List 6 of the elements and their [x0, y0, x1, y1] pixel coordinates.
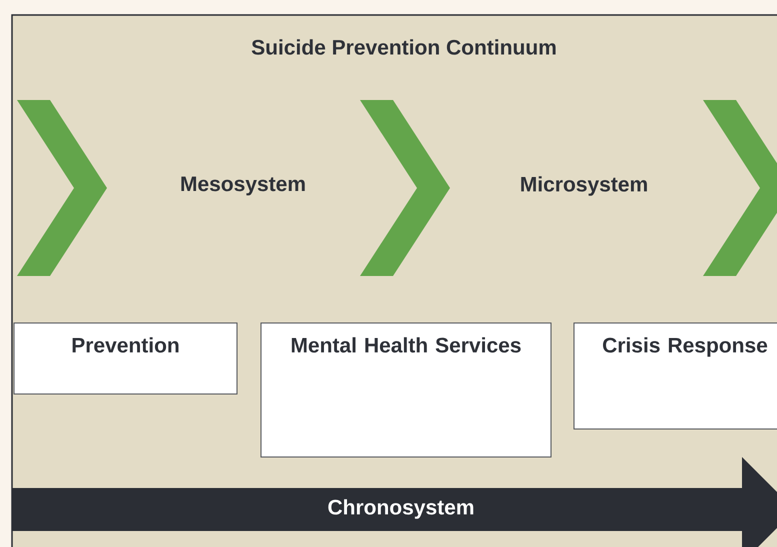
title: Suicide Prevention Continuum	[252, 39, 556, 55]
text-box: Mental Health Services	[260, 322, 552, 458]
section-label: Microsystem	[521, 176, 647, 196]
text-box: Crisis Response	[574, 322, 777, 430]
section-label: Mesosystem	[181, 176, 305, 196]
text-box: Prevention	[14, 322, 238, 394]
